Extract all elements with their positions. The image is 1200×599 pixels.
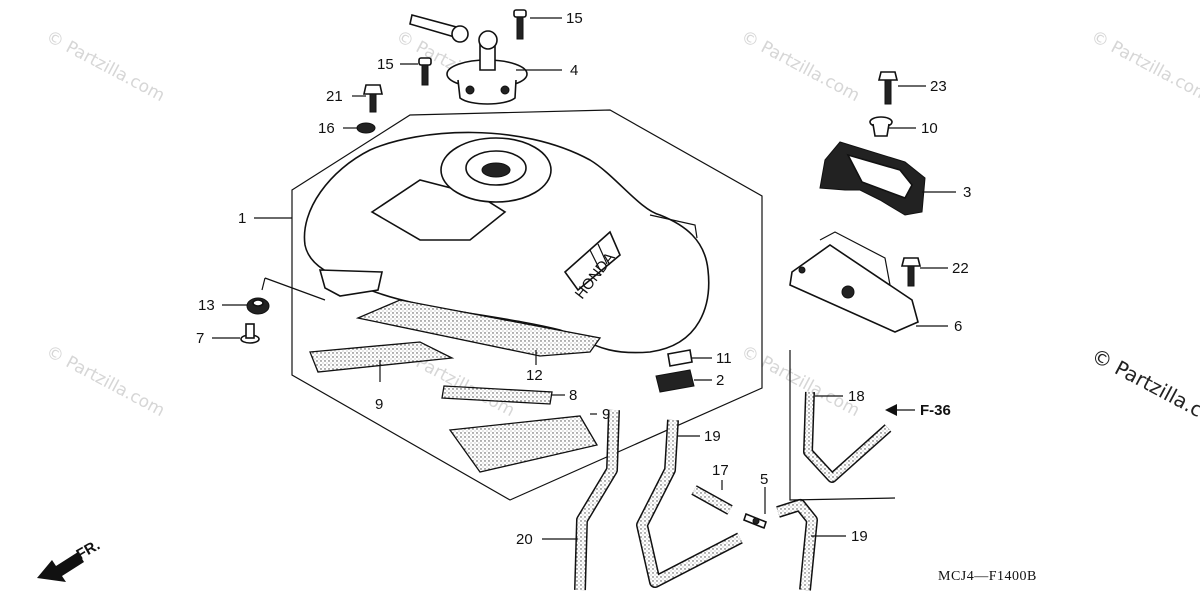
diagram-code: MCJ4—F1400B (938, 569, 1037, 584)
frame-outline (789, 350, 896, 501)
callout-16: 16 (318, 120, 335, 137)
bolt-15-left (418, 57, 432, 86)
washer-16 (356, 122, 376, 134)
callout-9-upper: 9 (375, 396, 383, 413)
callout-15-left: 15 (377, 56, 394, 73)
bolt-22 (900, 257, 922, 287)
fuel-cap-assembly (409, 14, 528, 105)
hose-19-left-fill (637, 419, 743, 587)
bolt-21 (363, 84, 383, 113)
joint-5 (743, 512, 767, 530)
seal-8 (441, 385, 553, 405)
callout-12: 12 (526, 367, 543, 384)
callout-10: 10 (921, 120, 938, 137)
pad-9-upper (309, 341, 455, 373)
callout-labels: 15 15 4 21 16 1 13 7 9 12 8 9 11 2 23 10… (196, 10, 971, 548)
callout-19-right: 19 (851, 528, 868, 545)
bolt-15-top (513, 9, 527, 40)
callout-3: 3 (963, 184, 971, 201)
fuel-tank: HONDA (303, 131, 710, 354)
callout-7: 7 (196, 330, 204, 347)
callout-15-top: 15 (566, 10, 583, 27)
hose-20-fill (575, 409, 619, 591)
hose-18-fill (804, 391, 891, 482)
hose-19-right-fill (776, 500, 817, 591)
collar-10 (869, 116, 893, 137)
bolt-23 (877, 71, 899, 105)
callout-23: 23 (930, 78, 947, 95)
callout-11: 11 (716, 350, 732, 367)
callout-20: 20 (516, 531, 533, 548)
callout-8: 8 (569, 387, 577, 404)
callout-6: 6 (954, 318, 962, 335)
grommet-13 (246, 297, 270, 315)
watermark-1: © Partzilla.com (43, 27, 168, 106)
pad-12 (355, 299, 602, 357)
pad-9-lower (448, 415, 599, 473)
callout-13: 13 (198, 297, 215, 314)
watermark-7: © Partzilla.com (738, 342, 863, 421)
callout-2: 2 (716, 372, 724, 389)
watermark-3: © Partzilla.com (738, 27, 863, 106)
reference-arrow (885, 404, 915, 416)
watermark-5: © Partzilla.com (43, 342, 168, 421)
callout-4: 4 (570, 62, 578, 79)
front-arrow (37, 552, 84, 582)
callout-18: 18 (848, 388, 865, 405)
callout-22: 22 (952, 260, 969, 277)
tube-17-fill (692, 486, 732, 514)
bracket-6 (789, 231, 919, 333)
clip-11 (667, 349, 693, 367)
callout-1: 1 (238, 210, 246, 227)
leader-lines (212, 17, 956, 540)
bolt-7 (240, 323, 260, 344)
callout-5: 5 (760, 471, 768, 488)
watermark-side: © Partzilla.com (1088, 343, 1200, 437)
bracket-3 (819, 141, 926, 216)
watermark-4: © Partzilla.com (1088, 27, 1200, 106)
callout-9-lower: 9 (602, 406, 610, 423)
clip-2 (655, 369, 695, 393)
assembly-outline (291, 109, 763, 501)
reference-label: F-36 (920, 402, 951, 419)
callout-21: 21 (326, 88, 343, 105)
callout-17: 17 (712, 462, 729, 479)
callout-19-left: 19 (704, 428, 721, 445)
